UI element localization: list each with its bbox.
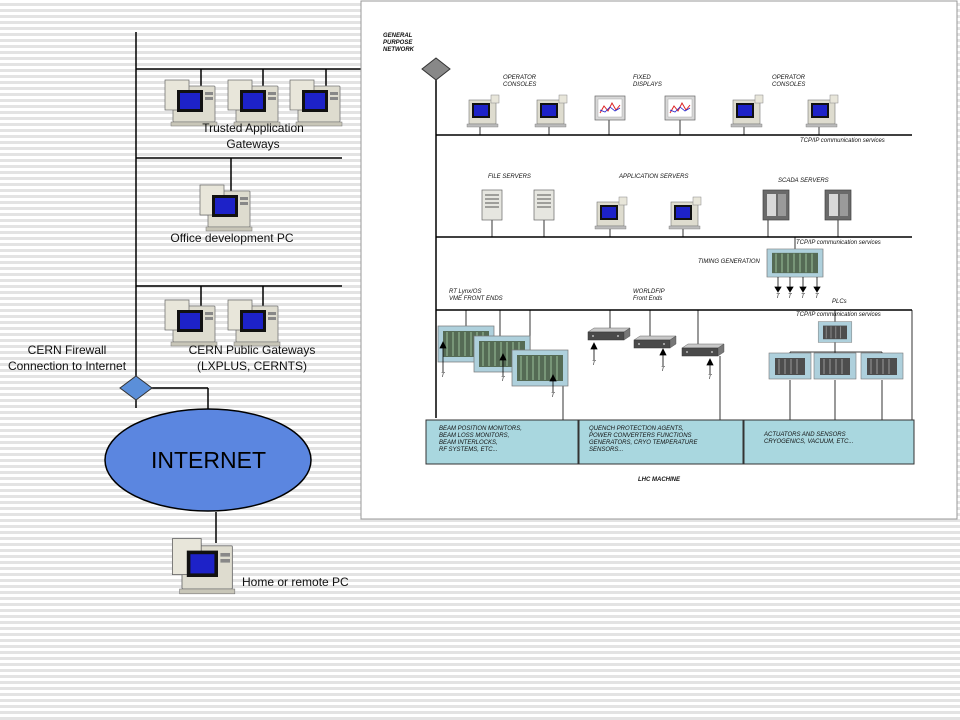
plc-icon [817, 321, 853, 343]
timing-t-label: T [441, 373, 445, 379]
firewall-diamond-icon [119, 375, 153, 401]
app-server-icon [668, 196, 702, 230]
lhc-equipment-boxes [425, 419, 915, 465]
box3-text: ACTUATORS AND SENSORS CRYOGENICS, VACUUM… [764, 432, 854, 445]
scada-server-icon [824, 189, 852, 221]
internet-cloud [104, 408, 312, 512]
tcpip-label-1: TCP/IP communication services [800, 138, 885, 144]
panel-bus-lines [435, 78, 912, 418]
timing-t-label: T [708, 375, 712, 381]
app-server-icon [594, 196, 628, 230]
console-pc-icon [730, 94, 764, 128]
public-gateway-pc-icon [227, 299, 281, 347]
office-pc-label: Office development PC [170, 231, 294, 245]
general-network-diamond-icon [421, 57, 451, 81]
timing-t-label: T [592, 361, 596, 367]
display-chart-icon [664, 95, 696, 121]
timing-t-label: T [801, 294, 805, 300]
plc-icon [860, 352, 904, 380]
home-pc-label: Home or remote PC [242, 575, 349, 589]
timing-module-icon [766, 248, 824, 278]
scada-server-icon [762, 189, 790, 221]
vme-crate-icon [511, 349, 569, 387]
timing-generation-label: TIMING GENERATION [698, 259, 760, 265]
console-pc-icon [466, 94, 500, 128]
firewall-label: CERN Firewall Connection to Internet [7, 343, 127, 373]
file-servers-label: FILE SERVERS [488, 174, 531, 180]
app-servers-label: APPLICATION SERVERS [619, 174, 689, 180]
operator-consoles-label-2: OPERATOR CONSOLES [772, 75, 806, 88]
trusted-gateways-label: Trusted Application Gateways [202, 121, 304, 151]
operator-consoles-label-1: OPERATOR CONSOLES [503, 75, 537, 88]
home-pc-icon [171, 537, 236, 595]
timing-t-label: T [501, 377, 505, 383]
beam-instrumentation-box [425, 419, 579, 465]
plcs-label: PLCs [832, 299, 847, 305]
worldfip-label: WORLDFIP Front Ends [633, 289, 665, 302]
rt-lynx-label: RT Lynx/OS VME FRONT ENDS [449, 289, 503, 302]
fixed-displays-label: FIXED DISPLAYS [633, 75, 662, 88]
fip-rack-icon [587, 327, 631, 341]
actuators-box [743, 419, 915, 465]
timing-t-label: T [776, 294, 780, 300]
timing-t-label: T [815, 294, 819, 300]
power-quench-box [578, 419, 744, 465]
tcpip-label-3: TCP/IP communication services [796, 312, 881, 318]
lhc-machine-label: LHC MACHINE [638, 477, 680, 483]
public-gateway-pc-icon [164, 299, 218, 347]
fip-rack-icon [633, 335, 677, 349]
timing-t-label: T [661, 367, 665, 373]
timing-t-label: T [551, 393, 555, 399]
plc-icon [768, 352, 812, 380]
file-server-icon [533, 189, 555, 221]
display-chart-icon [594, 95, 626, 121]
tcpip-label-2: TCP/IP communication services [796, 240, 881, 246]
internet-label: INTERNET [151, 446, 266, 473]
office-pc-icon [199, 184, 253, 232]
timing-t-label: T [788, 294, 792, 300]
plc-icon [813, 352, 857, 380]
general-network-label: GENERAL PURPOSE NETWORK [383, 33, 414, 53]
console-pc-icon [534, 94, 568, 128]
scada-servers-label: SCADA SERVERS [778, 178, 829, 184]
public-gateway-pcs [164, 299, 281, 347]
public-gateways-label: CERN Public Gateways (LXPLUS, CERNTS) [188, 343, 316, 373]
box1-text: BEAM POSITION MONITORS, BEAM LOSS MONITO… [439, 426, 522, 453]
console-pc-icon [805, 94, 839, 128]
file-server-icon [481, 189, 503, 221]
timing-input-arrows [439, 341, 714, 392]
fip-rack-icon [681, 343, 725, 357]
timing-generation [766, 248, 824, 293]
box2-text: QUENCH PROTECTION AGENTS, POWER CONVERTE… [589, 426, 698, 453]
